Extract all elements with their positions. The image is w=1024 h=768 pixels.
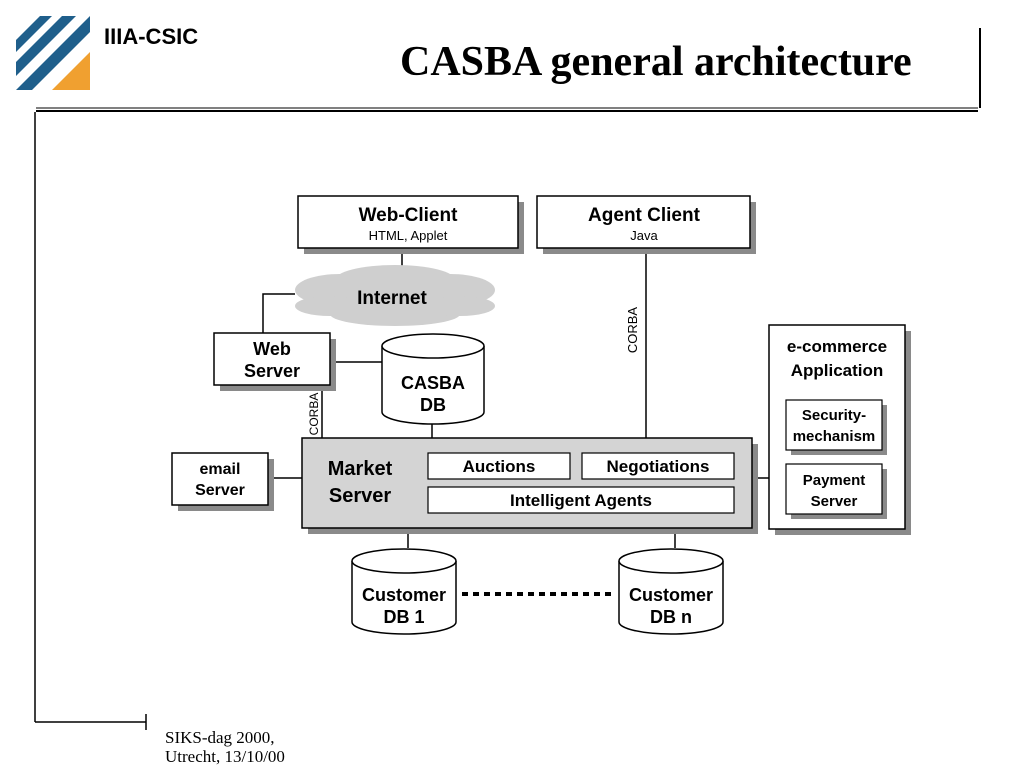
email-server-line2: Server [195,482,245,499]
web-client-box: Web-Client HTML, Applet [297,195,524,254]
security-line2: mechanism [793,428,876,445]
customer-db1-cylinder: Customer DB 1 [351,548,457,635]
intelligent-agents-box [427,486,735,514]
internet-label: Internet [357,288,427,309]
footer-event: SIKS-dag 2000, [165,728,275,747]
market-server-line1: Market [328,458,393,480]
web-client-title: Web-Client [359,205,459,226]
slide-title: CASBA general architecture [400,39,912,85]
intelligent-agents-label: Intelligent Agents [510,491,652,510]
casba-db-line2: DB [420,395,446,415]
footer-location-date: Utrecht, 13/10/00 [165,747,285,766]
web-server-box: Web Server [213,332,336,391]
web-client-subtitle: HTML, Applet [369,228,448,243]
ecommerce-application-box: e-commerce Application Security- mechani… [768,324,911,535]
web-server-line1: Web [253,339,291,359]
iiia-logo [16,16,90,90]
negotiations-box [581,452,735,480]
payment-server-box [785,463,883,515]
web-server-line2: Server [244,361,300,381]
customer-dbn-line1: Customer [629,585,713,605]
ecommerce-line1: e-commerce [787,337,887,356]
agent-client-subtitle: Java [630,228,658,243]
casba-db-line1: CASBA [401,373,465,393]
customer-dbn-cylinder: Customer DB n [618,548,724,635]
organization-name: IIIA-CSIC [104,24,199,49]
agent-client-title: Agent Client [588,205,701,226]
corba-label-right: CORBA [625,307,640,354]
market-server-line2: Server [329,485,391,507]
corba-label-left: CORBA [307,393,321,436]
negotiations-label: Negotiations [607,457,710,476]
payment-line2: Server [811,493,858,510]
security-line1: Security- [802,407,866,424]
customer-db1-line2: DB 1 [383,607,424,627]
ecommerce-line2: Application [791,361,884,380]
auctions-box [427,452,571,480]
payment-line1: Payment [803,472,866,489]
email-server-line1: email [200,461,241,478]
market-server-box: Market Server Auctions Negotiations Inte… [301,437,758,534]
security-mechanism-box [785,399,883,451]
agent-client-box: Agent Client Java [536,195,756,254]
internet-cloud: Internet [295,265,495,326]
casba-db-cylinder: CASBA DB [381,333,485,425]
customer-dbn-line2: DB n [650,607,692,627]
customer-db1-line1: Customer [362,585,446,605]
email-server-box: email Server [171,452,274,511]
auctions-label: Auctions [463,457,536,476]
